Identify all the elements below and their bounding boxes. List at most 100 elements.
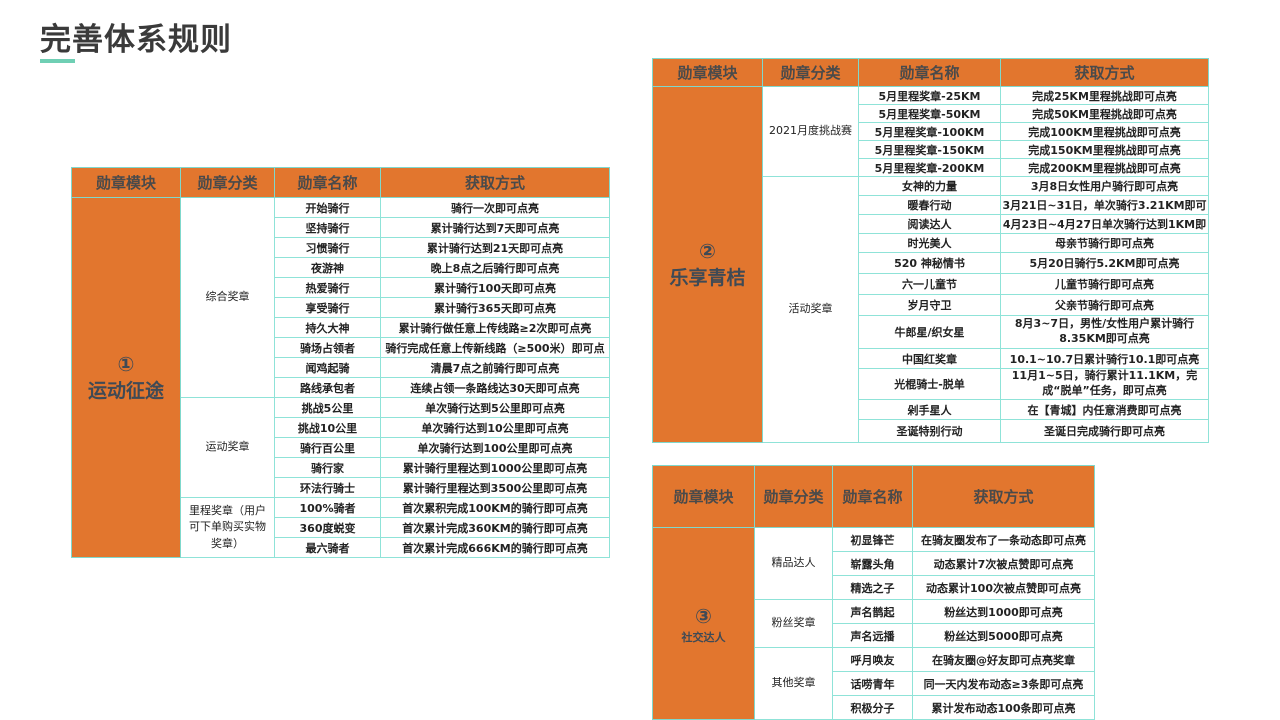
badge-method-cell: 动态累计7次被点赞即可点亮: [912, 551, 1095, 576]
table-row: 岁月守卫父亲节骑行即可点亮: [653, 294, 1209, 316]
badge-method-cell: 骑行完成任意上传新线路（≥500米）即可点: [380, 337, 610, 358]
badge-method-cell: 骑行一次即可点亮: [380, 197, 610, 218]
badge-name-cell: 崭露头角: [832, 551, 913, 576]
category-cell: 精品达人: [754, 527, 833, 600]
badge-name-cell: 5月里程奖章-150KM: [858, 140, 1001, 159]
badge-method-cell: 晚上8点之后骑行即可点亮: [380, 257, 610, 278]
category-cell: 2021月度挑战赛: [762, 86, 859, 177]
badge-method-cell: 单次骑行达到100公里即可点亮: [380, 437, 610, 458]
badge-method-cell: 在【青城】内任意消费即可点亮: [1000, 399, 1209, 420]
badge-method-cell: 同一天内发布动态≥3条即可点亮: [912, 671, 1095, 696]
badge-method-cell: 累计发布动态100条即可点亮: [912, 695, 1095, 720]
badge-method-cell: 单次骑行达到10公里即可点亮: [380, 417, 610, 438]
badge-method-cell: 4月23日~4月27日单次骑行达到1KM即: [1000, 214, 1209, 234]
badge-name-cell: 挑战10公里: [274, 417, 381, 438]
header-method: 获取方式: [1000, 58, 1209, 87]
badge-method-cell: 完成150KM里程挑战即可点亮: [1000, 140, 1209, 159]
badge-name-cell: 习惯骑行: [274, 237, 381, 258]
badge-name-cell: 骑行百公里: [274, 437, 381, 458]
badge-name-cell: 圣诞特别行动: [858, 419, 1001, 443]
table-row: 话唠青年同一天内发布动态≥3条即可点亮: [653, 671, 1095, 696]
table-row: 圣诞特别行动圣诞日完成骑行即可点亮: [653, 419, 1209, 443]
title-underline: [40, 59, 75, 63]
badge-name-cell: 5月里程奖章-25KM: [858, 86, 1001, 105]
table-row: 崭露头角动态累计7次被点赞即可点亮: [653, 551, 1095, 576]
badge-method-cell: 累计骑行达到7天即可点亮: [380, 217, 610, 238]
table-row: 360度蜕变首次累计完成360KM的骑行即可点亮: [72, 517, 610, 538]
header-module: 勋章模块: [71, 167, 181, 198]
badge-method-cell: 完成100KM里程挑战即可点亮: [1000, 122, 1209, 141]
badge-name-cell: 女神的力量: [858, 176, 1001, 196]
header-category: 勋章分类: [762, 58, 859, 87]
table-row: 剁手星人在【青城】内任意消费即可点亮: [653, 399, 1209, 420]
badge-method-cell: 累计骑行里程达到3500公里即可点亮: [380, 477, 610, 498]
badge-name-cell: 中国红奖章: [858, 348, 1001, 369]
badge-name-cell: 骑行家: [274, 457, 381, 478]
header-category: 勋章分类: [754, 465, 833, 528]
badge-method-cell: 10.1~10.7日累计骑行10.1即可点亮: [1000, 348, 1209, 369]
badge-method-cell: 完成200KM里程挑战即可点亮: [1000, 158, 1209, 177]
badge-name-cell: 声名远播: [832, 623, 913, 648]
category-cell: 运动奖章: [180, 397, 275, 498]
table-header-row: 勋章模块 勋章分类 勋章名称 获取方式: [652, 465, 1095, 528]
badge-name-cell: 剁手星人: [858, 399, 1001, 420]
badge-name-cell: 路线承包者: [274, 377, 381, 398]
badge-name-cell: 六一儿童节: [858, 273, 1001, 295]
module-number: ①: [117, 352, 135, 377]
table-row: 骑行百公里单次骑行达到100公里即可点亮: [72, 437, 610, 458]
table-header-row: 勋章模块 勋章分类 勋章名称 获取方式: [71, 167, 610, 198]
page-title: 完善体系规则: [40, 22, 232, 58]
badge-method-cell: 在骑友圈@好友即可点亮奖章: [912, 647, 1095, 672]
module-number: ③: [695, 603, 712, 628]
header-module: 勋章模块: [652, 465, 755, 528]
badge-method-cell: 首次累计完成360KM的骑行即可点亮: [380, 517, 610, 538]
badge-method-cell: 3月8日女性用户骑行即可点亮: [1000, 176, 1209, 196]
badge-method-cell: 父亲节骑行即可点亮: [1000, 294, 1209, 316]
badge-name-cell: 阅读达人: [858, 214, 1001, 234]
table-row: 里程奖章（用户可下单购买实物奖章）100%骑者首次累积完成100KM的骑行即可点…: [72, 497, 610, 558]
table-row: 最六骑者首次累计完成666KM的骑行即可点亮: [72, 537, 610, 558]
badge-name-cell: 精选之子: [832, 575, 913, 600]
badge-method-cell: 累计骑行里程达到1000公里即可点亮: [380, 457, 610, 478]
table-row: 习惯骑行累计骑行达到21天即可点亮: [72, 237, 610, 258]
table-row: 夜游神晚上8点之后骑行即可点亮: [72, 257, 610, 278]
badge-method-cell: 首次累计完成666KM的骑行即可点亮: [380, 537, 610, 558]
badge-method-cell: 连续占领一条路线达30天即可点亮: [380, 377, 610, 398]
badge-method-cell: 3月21日~31日，单次骑行3.21KM即可: [1000, 195, 1209, 215]
header-module: 勋章模块: [652, 58, 763, 87]
badge-method-cell: 累计骑行达到21天即可点亮: [380, 237, 610, 258]
badge-name-cell: 开始骑行: [274, 197, 381, 218]
header-method: 获取方式: [380, 167, 610, 198]
badge-name-cell: 时光美人: [858, 233, 1001, 253]
badge-name-cell: 初显锋芒: [832, 527, 913, 552]
badge-method-cell: 粉丝达到5000即可点亮: [912, 623, 1095, 648]
table-row: 闻鸡起骑清晨7点之前骑行即可点亮: [72, 357, 610, 378]
table-row: 骑行家累计骑行里程达到1000公里即可点亮: [72, 457, 610, 478]
badge-method-cell: 首次累积完成100KM的骑行即可点亮: [380, 497, 610, 518]
badge-method-cell: 单次骑行达到5公里即可点亮: [380, 397, 610, 418]
badge-method-cell: 累计骑行100天即可点亮: [380, 277, 610, 298]
table-header-row: 勋章模块 勋章分类 勋章名称 获取方式: [652, 58, 1209, 87]
badge-method-cell: 在骑友圈发布了一条动态即可点亮: [912, 527, 1095, 552]
badge-method-cell: 累计骑行做任意上传线路≥2次即可点亮: [380, 317, 610, 338]
table-row: 骑场占领者骑行完成任意上传新线路（≥500米）即可点: [72, 337, 610, 358]
table-row: 路线承包者连续占领一条路线达30天即可点亮: [72, 377, 610, 398]
badge-method-cell: 累计骑行365天即可点亮: [380, 297, 610, 318]
badge-name-cell: 话唠青年: [832, 671, 913, 696]
table-row: 积极分子累计发布动态100条即可点亮: [653, 695, 1095, 720]
badge-name-cell: 环法行骑士: [274, 477, 381, 498]
header-method: 获取方式: [912, 465, 1095, 528]
header-name: 勋章名称: [832, 465, 913, 528]
badge-method-cell: 圣诞日完成骑行即可点亮: [1000, 419, 1209, 443]
badge-name-cell: 520 神秘情书: [858, 252, 1001, 274]
table-row: 享受骑行累计骑行365天即可点亮: [72, 297, 610, 318]
